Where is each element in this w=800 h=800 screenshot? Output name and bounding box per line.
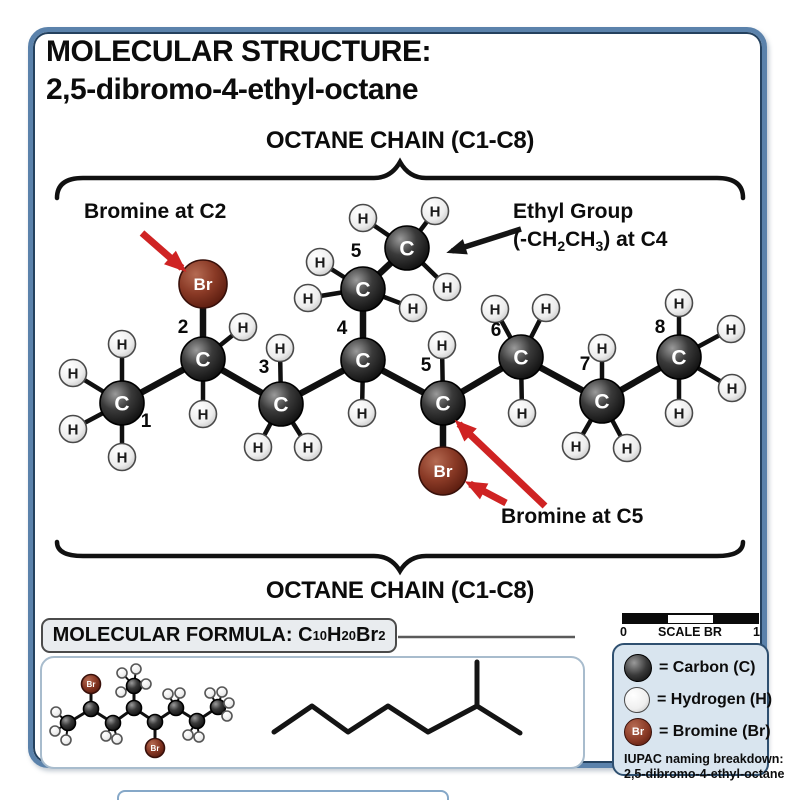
ethyl-group-label-line1: Ethyl Group [513, 200, 634, 223]
page-title-line2: 2,5-dibromo-4-ethyl-octane [46, 73, 419, 106]
octane-chain-label-bottom: OCTANE CHAIN (C1-C8) [265, 577, 535, 604]
iupac-breakdown-line2: 2,5-dibromo-4-ethyl-octane [624, 767, 785, 781]
page-title-line1: MOLECULAR STRUCTURE: [46, 35, 431, 68]
legend-hydrogen-label: = Hydrogen (H) [657, 691, 773, 708]
bromine-c2-label: Bromine at C2 [84, 200, 227, 223]
scale-bar-labels: 0 SCALE BR 1 [620, 625, 760, 639]
octane-chain-label-top: OCTANE CHAIN (C1-C8) [265, 127, 535, 154]
molecular-formula-label: MOLECULAR FORMULA: [52, 624, 293, 646]
bromine-sphere-icon: Br [624, 718, 652, 746]
page-title: MOLECULAR STRUCTURE: 2,5-dibromo-4-ethyl… [46, 33, 431, 109]
iupac-breakdown-line1: IUPAC naming breakdown: [624, 752, 784, 766]
legend-footer: IUPAC naming breakdown: 2,5-dibromo-4-et… [624, 752, 785, 782]
scale-min-label: 0 [620, 625, 627, 639]
scale-title-label: SCALE BR [658, 625, 722, 639]
legend-row-bromine: Br = Bromine (Br) [624, 718, 771, 746]
hydrogen-sphere-icon [624, 687, 650, 713]
formula-examples-panel [40, 656, 585, 769]
legend-bromine-label: = Bromine (Br) [659, 723, 771, 740]
legend-row-hydrogen: = Hydrogen (H) [624, 687, 772, 713]
scale-bar-segment [668, 614, 713, 623]
legend-panel: = Carbon (C) = Hydrogen (H) Br = Bromine… [612, 643, 784, 781]
scale-bar [622, 613, 759, 624]
carbon-sphere-icon [624, 654, 652, 682]
ethyl-group-label-line2: (-CH2CH3) at C4 [513, 228, 668, 254]
legend-row-carbon: = Carbon (C) [624, 654, 761, 682]
ethyl-group-label: Ethyl Group (-CH2CH3) at C4 [513, 198, 667, 254]
partial-bottom-panel [117, 790, 449, 800]
scale-max-label: 1 [753, 625, 760, 639]
legend-carbon-label: = Carbon (C) [659, 659, 756, 676]
bromine-c5-label: Bromine at C5 [501, 505, 644, 528]
